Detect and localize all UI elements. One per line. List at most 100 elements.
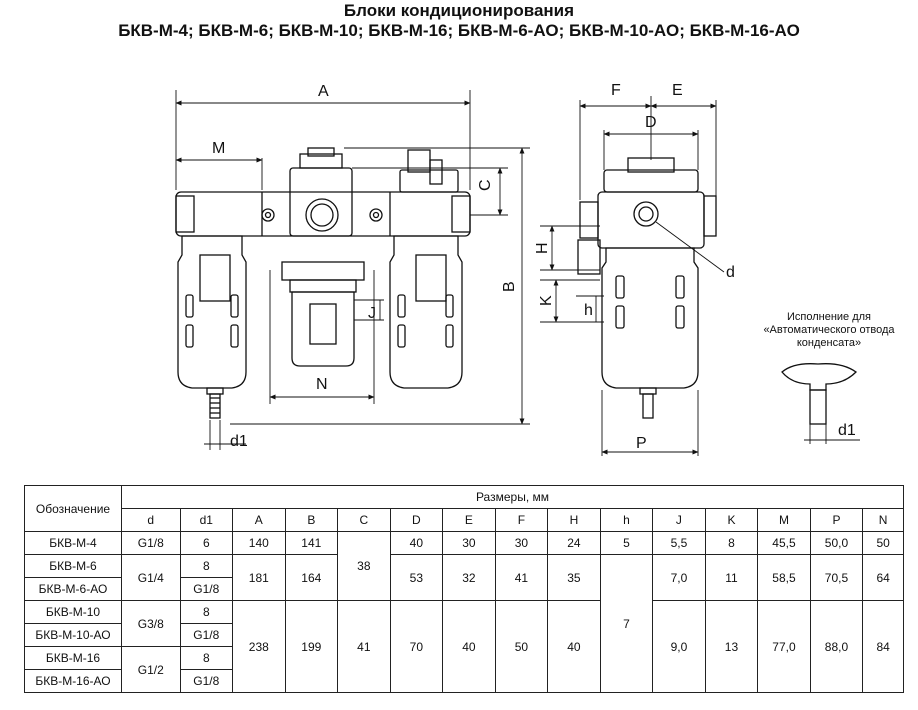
dim-d1: d1 — [230, 433, 248, 450]
dim-d1-detail: d1 — [838, 422, 856, 439]
col-header: d1 — [179, 508, 234, 532]
cell: 50,0 — [809, 531, 864, 555]
cell: 38 — [337, 531, 391, 601]
cell: 140 — [232, 531, 286, 555]
dim-N: N — [316, 376, 328, 393]
cell: 50 — [494, 600, 549, 693]
col-header: E — [442, 508, 496, 532]
cell: 11 — [704, 554, 759, 601]
cell: 24 — [547, 531, 601, 555]
table-row: БКВ-М-4 G1/8 6 140 141 38 40 30 30 24 5 … — [24, 531, 904, 601]
col-header: A — [232, 508, 286, 532]
cell: 6 — [179, 531, 234, 555]
cell: 40 — [389, 531, 444, 555]
lubricator-bowl — [389, 235, 463, 389]
cell: 70,5 — [809, 554, 864, 601]
cell: G1/2 — [120, 646, 181, 693]
row-name: БКВ-М-10 — [24, 600, 122, 624]
side-bowl — [601, 247, 699, 389]
dim-B: B — [501, 281, 518, 292]
row-name: БКВ-М-4 — [24, 531, 122, 555]
cell: 53 — [389, 554, 444, 601]
cell: G3/8 — [120, 600, 181, 647]
cell: G1/4 — [120, 554, 181, 601]
cell: 88,0 — [809, 600, 864, 693]
cell: 70 — [389, 600, 444, 693]
dimensions-header: Размеры, мм — [120, 485, 905, 509]
col-header: D — [389, 508, 444, 532]
table-row: БКВ-М-10 G3/8 8 238 199 41 70 40 50 40 9… — [24, 600, 904, 693]
regulator-bonnet — [291, 291, 355, 367]
col-header: h — [599, 508, 654, 532]
designation-header: Обозначение — [24, 485, 122, 532]
cell: 77,0 — [757, 600, 811, 693]
cell: 30 — [494, 531, 549, 555]
cell: G1/8 — [179, 669, 234, 693]
cell: 41 — [494, 554, 549, 601]
cell: 30 — [442, 531, 496, 555]
table-row: БКВ-М-16-АО G1/8 — [24, 669, 904, 693]
auto-drain-note: Исполнение для «Автоматического отвода к… — [763, 311, 895, 349]
cell: 13 — [704, 600, 759, 693]
cell: 8 — [179, 554, 234, 578]
dim-C: C — [477, 179, 494, 191]
cell: 32 — [442, 554, 496, 601]
auto-drain-detail — [781, 363, 858, 391]
col-header: M — [757, 508, 811, 532]
row-name: БКВ-М-16-АО — [24, 669, 122, 693]
side-body — [597, 191, 705, 249]
dimensions-table: Обозначение Размеры, мм d d1 A B C D E F… — [24, 485, 905, 693]
cell: 45,5 — [757, 531, 811, 555]
cell: 5,5 — [652, 531, 706, 555]
dim-D: D — [645, 114, 657, 131]
table-header-row: Обозначение Размеры, мм — [24, 485, 905, 532]
dim-M: M — [212, 140, 225, 157]
col-header: N — [862, 508, 904, 532]
cell: G1/8 — [120, 531, 181, 555]
model-list-title: БКВ-М-4; БКВ-М-6; БКВ-М-10; БКВ-М-16; БК… — [118, 21, 800, 40]
drawing-title: Блоки кондиционирования — [343, 1, 575, 20]
col-header: F — [494, 508, 549, 532]
cell: 50 — [862, 531, 904, 555]
dim-K: K — [538, 295, 555, 306]
dim-A: A — [318, 83, 329, 100]
cell: 58,5 — [757, 554, 811, 601]
cell: 181 — [232, 554, 286, 601]
cell: 199 — [284, 600, 339, 693]
cell: 9,0 — [652, 600, 706, 693]
table-row: БКВ-М-6 G1/4 8 181 164 53 32 41 35 7 7,0… — [24, 554, 904, 693]
technical-drawing: A M C B J N d1 F E D H K h d P d1 — [175, 82, 860, 456]
cell: 7 — [599, 554, 654, 693]
cell: G1/8 — [179, 623, 234, 647]
col-header: H — [547, 508, 601, 532]
dim-E: E — [672, 82, 683, 99]
cell: 41 — [337, 600, 391, 693]
cell: 164 — [284, 554, 339, 601]
dim-H: H — [534, 242, 551, 254]
col-header: d — [120, 508, 181, 532]
cell: 5 — [599, 531, 654, 555]
col-header: B — [284, 508, 339, 532]
dim-P: P — [636, 435, 647, 452]
table-column-row: d d1 A B C D E F H h J K M P N — [25, 508, 904, 532]
dim-F: F — [611, 82, 621, 99]
side-head — [603, 169, 699, 193]
cell: 8 — [179, 646, 234, 670]
cell: 8 — [704, 531, 759, 555]
col-header: J — [652, 508, 706, 532]
cell: 84 — [862, 600, 904, 693]
row-name: БКВ-М-10-АО — [24, 623, 122, 647]
cell: 141 — [284, 531, 339, 555]
cell: 238 — [232, 600, 286, 693]
cell: 40 — [442, 600, 496, 693]
dim-d: d — [726, 264, 735, 281]
row-name: БКВ-М-6 — [24, 554, 122, 578]
col-header: K — [704, 508, 759, 532]
dim-h: h — [584, 302, 593, 319]
row-name: БКВ-М-6-АО — [24, 577, 122, 601]
cell: 8 — [179, 600, 234, 624]
cell: 64 — [862, 554, 904, 601]
col-header: P — [809, 508, 864, 532]
cell: 35 — [547, 554, 601, 601]
cell: 40 — [547, 600, 601, 693]
